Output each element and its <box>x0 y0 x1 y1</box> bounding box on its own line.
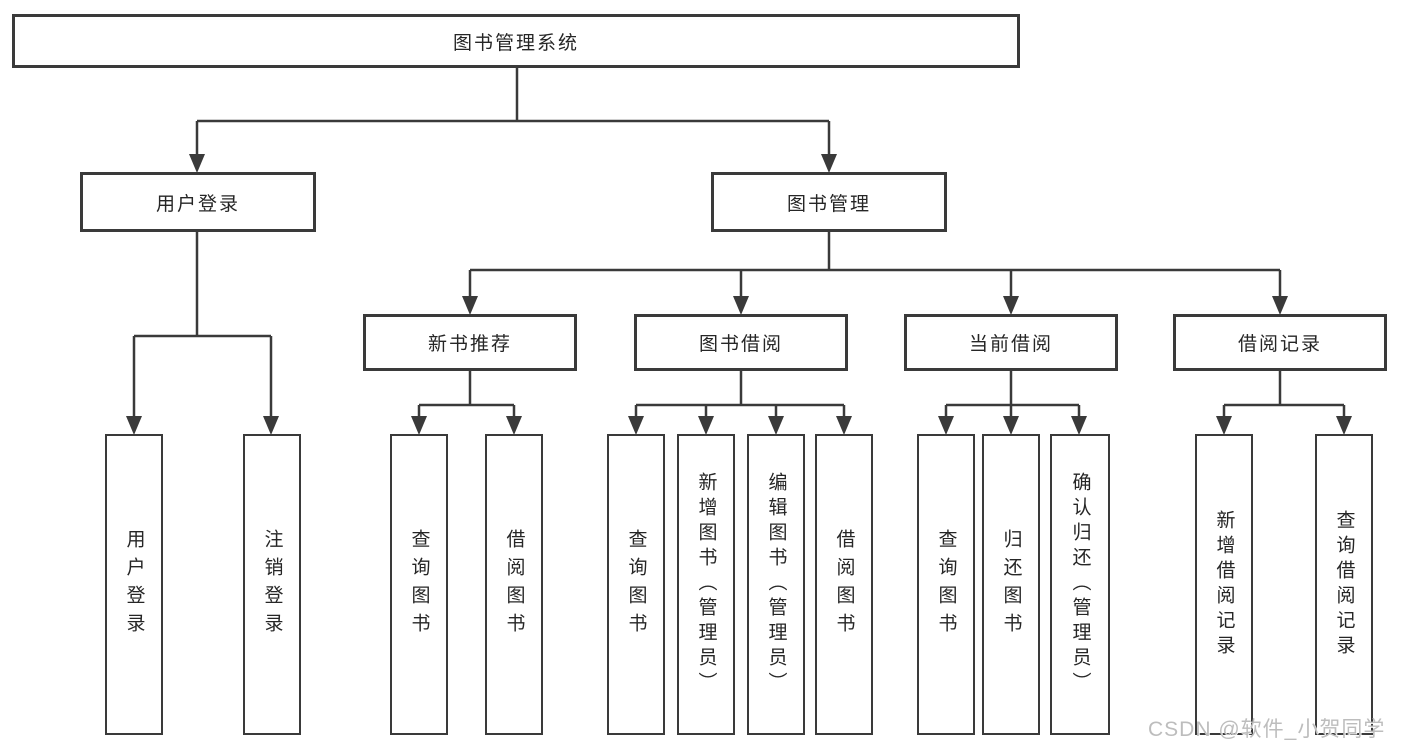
leaf-query-books: 查询图书 <box>917 434 975 735</box>
node-book-management: 图书管理 <box>711 172 947 232</box>
leaf-user-login: 用户登录 <box>105 434 163 735</box>
leaf-query-books: 查询图书 <box>607 434 665 735</box>
leaf-query-borrow-record: 查询借阅记录 <box>1315 434 1373 735</box>
leaf-return-book: 归还图书 <box>982 434 1040 735</box>
leaf-add-borrow-record: 新增借阅记录 <box>1195 434 1253 735</box>
watermark: CSDN @软件_小贺同学 <box>1148 718 1386 741</box>
node-user-login: 用户登录 <box>80 172 316 232</box>
leaf-logout: 注销登录 <box>243 434 301 735</box>
node-current-borrowing: 当前借阅 <box>904 314 1118 371</box>
node-book-borrowing: 图书借阅 <box>634 314 848 371</box>
node-new-book-recommendation: 新书推荐 <box>363 314 577 371</box>
leaf-confirm-return-admin: 确认归还（管理员） <box>1050 434 1110 735</box>
leaf-edit-book-admin: 编辑图书（管理员） <box>747 434 805 735</box>
node-root: 图书管理系统 <box>12 14 1020 68</box>
leaf-query-books: 查询图书 <box>390 434 448 735</box>
leaf-add-book-admin: 新增图书（管理员） <box>677 434 735 735</box>
node-borrowing-records: 借阅记录 <box>1173 314 1387 371</box>
leaf-borrow-books: 借阅图书 <box>485 434 543 735</box>
arrowheads <box>126 154 1352 435</box>
leaf-borrow-books: 借阅图书 <box>815 434 873 735</box>
